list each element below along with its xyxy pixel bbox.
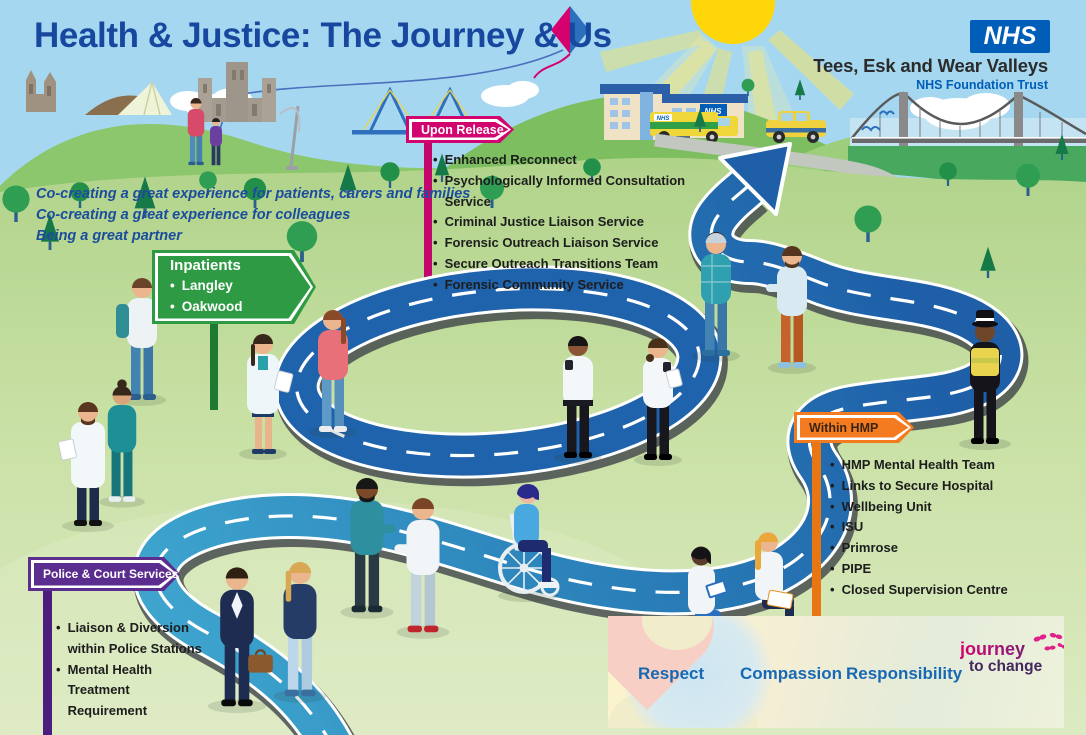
list-item: •Enhanced Reconnect	[433, 152, 577, 167]
list-item: •Links to Secure Hospital	[830, 477, 994, 493]
value-responsibility: Responsibility	[846, 664, 963, 683]
person-police-officer	[959, 310, 1011, 450]
person-teal-shirt-man	[340, 478, 396, 619]
mission-line-1: Co-creating a great experience for patie…	[36, 186, 471, 202]
upon-release-list: •Enhanced Reconnect •Psychologically Info…	[433, 150, 733, 296]
trees	[2, 78, 1069, 278]
glass-pyramid	[85, 81, 172, 116]
list-item: •Closed Supervision Centre	[830, 581, 1008, 597]
inpatients-sign: Inpatients •Langley •Oakwood	[152, 250, 316, 324]
trust-name: Tees, Esk and Wear Valleys	[813, 55, 1048, 76]
mission-line-3: Being a great partner	[36, 228, 182, 244]
person-plaid-man	[692, 232, 740, 362]
list-item: •HMP Mental Health Team	[830, 457, 995, 472]
hospital-nhs-sign: NHS	[705, 107, 723, 116]
person-jeans-woman	[273, 562, 327, 703]
list-item: •Primrose	[830, 540, 898, 556]
value-compassion: Compassion	[740, 664, 843, 683]
list-item: •Wellbeing Unit	[830, 498, 932, 514]
person-nurse	[99, 379, 145, 508]
values-panel: Respect Compassion Responsibility journe…	[608, 616, 1064, 728]
list-item: •PIPE	[830, 560, 872, 576]
person-doctor-man	[57, 402, 114, 532]
logo-line-1: journey	[960, 640, 1060, 659]
within-hmp-sign: Within HMP	[794, 412, 914, 443]
police-court-label: Police & Court Services	[43, 567, 179, 581]
cathedral	[198, 62, 276, 122]
road-arrow-head	[718, 142, 792, 216]
inpatients-list: •Langley •Oakwood	[170, 276, 294, 318]
butterfly-icons	[1033, 632, 1064, 651]
list-item: •Liaison & Diversion within Police Stati…	[56, 620, 202, 656]
within-hmp-label: Within HMP	[809, 420, 879, 435]
person-wheelchair-user	[498, 484, 560, 602]
ambulance-nhs-sign: NHS	[657, 116, 670, 122]
list-item: •Oakwood	[170, 298, 243, 314]
within-hmp-signpost	[812, 441, 821, 662]
police-signpost	[43, 589, 52, 735]
police-court-list: •Liaison & Diversion within Police Stati…	[56, 618, 211, 722]
within-hmp-list: •HMP Mental Health Team •Links to Secure …	[830, 455, 1025, 601]
logo-line-2: to change	[969, 657, 1043, 675]
person-kite-adult	[187, 98, 205, 166]
list-item: •Secure Outreach Transitions Team	[433, 255, 659, 271]
suspension-bridge	[851, 91, 1086, 148]
kite-icon	[214, 6, 589, 155]
list-item: •Psychologically Informed Consultation S…	[433, 172, 686, 209]
trust-subtitle: NHS Foundation Trust	[916, 78, 1048, 92]
page-title: Health & Justice: The Journey & Us	[34, 16, 612, 55]
person-white-shirt-man	[394, 498, 450, 639]
list-item: •Langley	[170, 278, 233, 293]
police-court-sign: Police & Court Services	[28, 557, 180, 591]
inpatients-signpost	[210, 318, 218, 410]
nhs-logo: NHS	[970, 20, 1050, 53]
list-item: •Forensic Outreach Liaison Service	[433, 235, 659, 251]
abbey-ruins	[26, 70, 56, 112]
journey-to-change-logo: journey to change	[960, 632, 1064, 675]
inpatients-label: Inpatients	[170, 257, 241, 274]
sculpture	[279, 105, 301, 170]
taxi-icon	[766, 111, 826, 143]
upon-release-signpost	[424, 141, 432, 301]
value-respect: Respect	[638, 664, 705, 683]
list-item: •Forensic Community Service	[433, 276, 624, 292]
person-kite-child	[210, 118, 222, 166]
person-officer-woman	[634, 338, 683, 466]
upon-release-sign: Upon Release	[406, 116, 514, 143]
person-clinician-woman	[239, 334, 294, 460]
list-item: •Criminal Justice Liaison Service	[433, 214, 644, 230]
loop-road	[273, 265, 728, 487]
bird-icon	[861, 110, 895, 132]
person-pink-jacket-woman	[309, 310, 357, 438]
person-orange-trousers-man	[766, 246, 816, 374]
person-suit-man	[207, 567, 273, 713]
mission-line-2: Co-creating a great experience for colle…	[36, 207, 351, 223]
list-item: •Mental Health Treatment Requirement	[56, 661, 153, 719]
person-officer-man	[554, 336, 602, 464]
list-item: •ISU	[830, 519, 864, 535]
upon-release-label: Upon Release	[421, 122, 504, 137]
